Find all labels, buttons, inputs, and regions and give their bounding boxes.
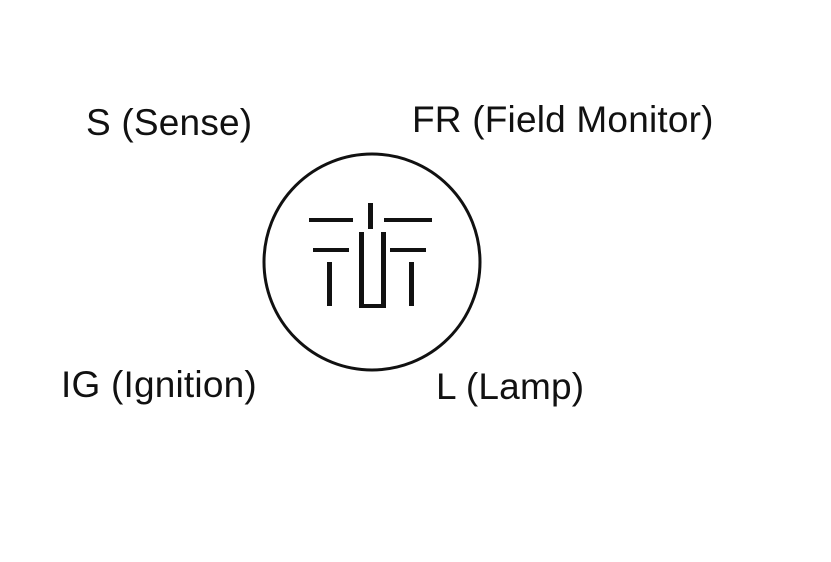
pin-center-stem	[368, 203, 373, 229]
pin-center-u-bottom	[359, 304, 386, 308]
pin-center-u-right	[381, 232, 386, 308]
connector-pin-layout	[309, 203, 432, 308]
terminal-label-lamp: L (Lamp)	[436, 366, 585, 407]
pin-fr	[384, 218, 432, 222]
pin-l-stem	[409, 262, 414, 306]
pin-ig	[313, 248, 349, 252]
connector-housing-outline	[262, 152, 482, 372]
pin-ig-stem	[327, 262, 332, 306]
terminal-label-ignition: IG (Ignition)	[61, 364, 257, 405]
terminal-label-field-monitor: FR (Field Monitor)	[412, 99, 714, 140]
pin-center-u-left	[359, 232, 364, 308]
pin-l	[390, 248, 426, 252]
terminal-label-sense: S (Sense)	[86, 102, 253, 143]
pin-s	[309, 218, 353, 222]
